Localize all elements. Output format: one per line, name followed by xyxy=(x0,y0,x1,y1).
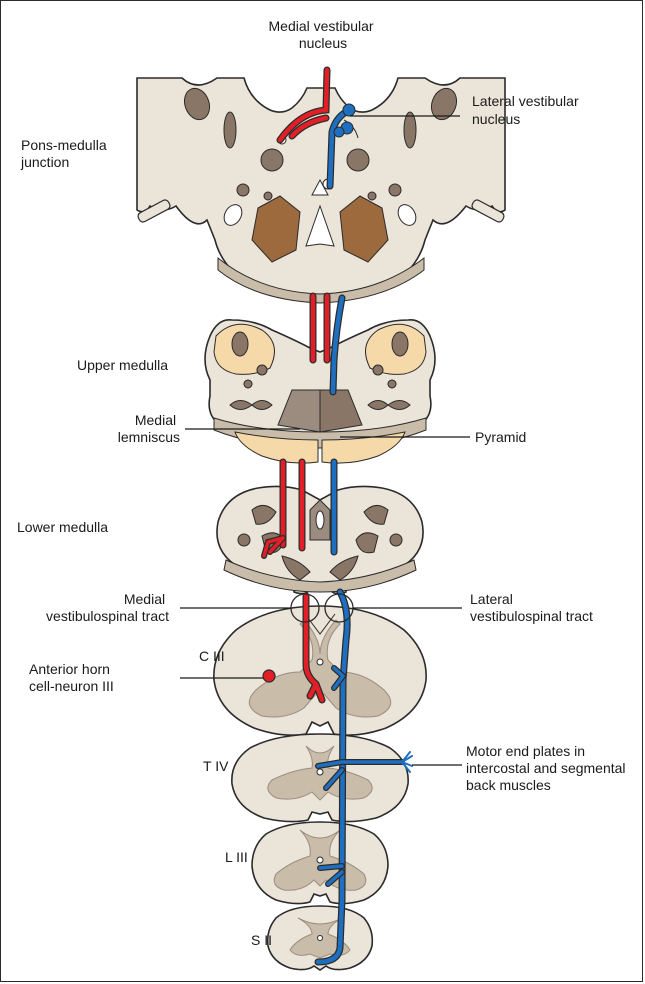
label-pons-medulla-junction: Pons-medulla junction xyxy=(20,137,111,170)
label-l3: L III xyxy=(225,849,248,865)
label-medial-lemniscus: Medial lemniscus xyxy=(118,412,180,445)
label-t4: T IV xyxy=(203,758,229,774)
label-motor-end-plates: Motor end plates in intercostal and segm… xyxy=(466,743,629,793)
spinal-segment-c3 xyxy=(214,606,426,735)
upper-medulla-section xyxy=(205,320,435,463)
label-upper-medulla: Upper medulla xyxy=(77,357,168,373)
label-lower-medulla: Lower medulla xyxy=(17,519,108,535)
lower-medulla-section xyxy=(217,486,423,593)
label-medial-vestibular-nucleus: Medial vestibular nucleus xyxy=(269,18,378,51)
label-s2: S II xyxy=(251,932,272,948)
label-lateral-vestibulospinal-tract: Lateral vestibulospinal tract xyxy=(470,591,593,624)
label-anterior-horn-cell: Anterior horn cell-neuron III xyxy=(29,661,114,694)
spinal-segment-l3 xyxy=(252,822,388,904)
label-pyramid: Pyramid xyxy=(475,429,526,445)
label-c3: C III xyxy=(199,648,225,664)
spinal-segment-t4 xyxy=(232,734,408,822)
label-medial-vestibulospinal-tract: Medial vestibulospinal tract xyxy=(46,591,169,624)
